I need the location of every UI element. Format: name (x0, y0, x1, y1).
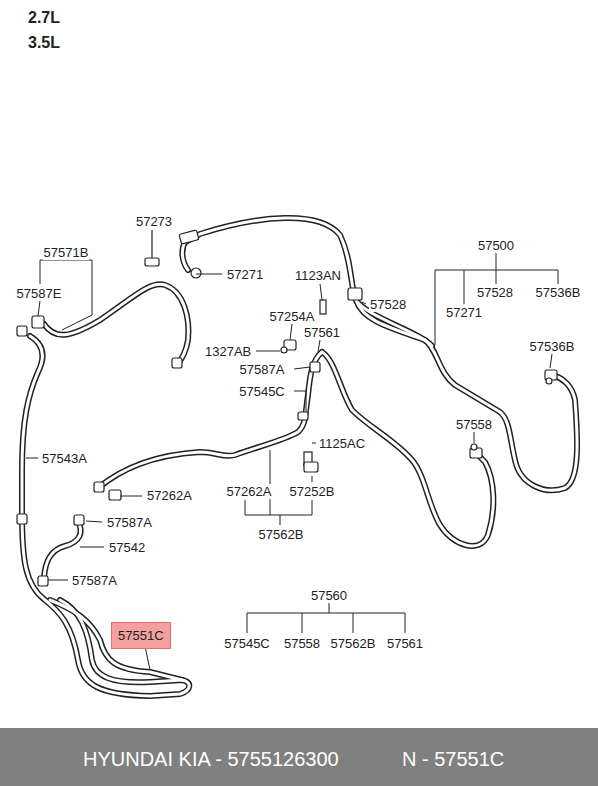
callout-number: 57252B (289, 484, 336, 499)
callout-number: 57271 (445, 305, 483, 320)
callout-number: 57587A (106, 515, 153, 530)
fittings (17, 230, 557, 586)
callout-number: 57273 (135, 214, 173, 229)
callout-number: 57587A (71, 573, 118, 588)
callout-number: 57561 (386, 636, 424, 651)
callout-number: 57587E (16, 286, 63, 301)
callout-number: 57536B (529, 339, 576, 354)
leader-lines (26, 253, 558, 670)
engine-variant: 2.7L (27, 9, 61, 27)
part-number-text: N - 57551C (402, 748, 504, 771)
callout-number: 57528 (476, 285, 514, 300)
engine-variant: 3.5L (27, 34, 61, 52)
callout-number: 57558 (283, 636, 321, 651)
callout-number: 57561 (303, 325, 341, 340)
callout-number: 1327AB (204, 344, 252, 359)
tube-outlines (22, 218, 577, 696)
callout-number: 57545C (223, 636, 271, 651)
callout-number: 57587A (239, 362, 286, 377)
callout-number: 57545C (238, 384, 286, 399)
callout-number: 57262A (146, 488, 193, 503)
callout-number: 1125AC (318, 436, 366, 451)
callout-number: 57254A (269, 309, 316, 324)
callout-number: 57558 (455, 417, 493, 432)
callout-number: 57262A (226, 484, 273, 499)
callout-number: 57551C (118, 628, 164, 643)
callout-number: 57536B (535, 285, 582, 300)
callout-number: 57562B (258, 527, 305, 542)
callout-number: 57542 (108, 540, 146, 555)
callout-number: 57562B (330, 636, 377, 651)
tube-inner (22, 218, 577, 696)
part-number-band: HYUNDAI KIA - 5755126300 N - 57551C (0, 728, 598, 786)
callout-number: 57500 (477, 238, 515, 253)
callout-number: 57528 (369, 297, 407, 312)
callout-number: 1123AN (294, 268, 342, 283)
callout-number: 57560 (310, 588, 348, 603)
callout-number: 57571B (43, 245, 90, 260)
part-number-text: HYUNDAI KIA - 5755126300 (83, 748, 339, 771)
callout-number: 57543A (41, 451, 88, 466)
callout-number: 57271 (226, 267, 264, 282)
highlighted-callout: 57551C (111, 622, 171, 649)
